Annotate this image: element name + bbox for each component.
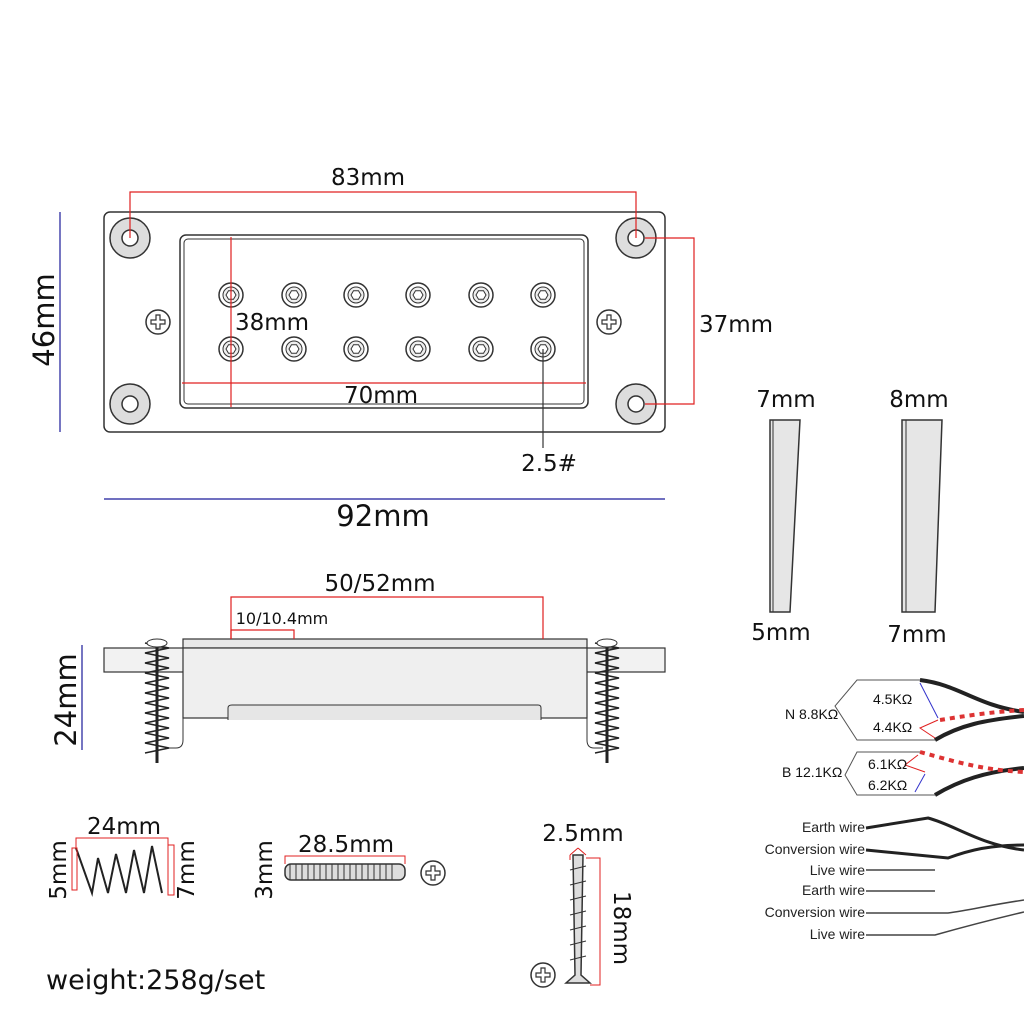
weight-label: weight:258g/set	[46, 965, 265, 996]
dim-70mm: 70mm	[344, 383, 418, 409]
dim-wood-screw-dia: 2.5mm	[542, 821, 623, 847]
phillips-screw-icon	[596, 309, 622, 335]
dim-pole-screw: 2.5#	[521, 451, 577, 477]
wire-label: Earth wire	[802, 882, 865, 898]
wiring-resistance: N 8.8KΩ 4.5KΩ 4.4KΩ B 12.1KΩ 6.1KΩ 6.2KΩ	[782, 678, 1024, 797]
spring-part: 24mm 5mm 7mm	[46, 814, 200, 900]
bar2-bottom-dim: 7mm	[887, 622, 946, 648]
bridge-coil1: 6.1KΩ	[868, 756, 907, 772]
phillips-screw-icon	[530, 962, 556, 988]
wire-label: Conversion wire	[765, 841, 866, 857]
dim-pole-spacing: 10/10.4mm	[236, 609, 329, 628]
wood-screw-part: 2.5mm 18mm	[530, 821, 634, 988]
bar-1	[769, 419, 801, 613]
phillips-screw-icon	[145, 309, 171, 335]
dim-pole-span: 50/52mm	[324, 571, 435, 597]
bridge-coil2: 6.2KΩ	[868, 777, 907, 793]
wire-label: Conversion wire	[765, 904, 866, 920]
pickup-cover	[179, 234, 589, 409]
mounting-hole	[109, 383, 151, 425]
neck-coil2: 4.4KΩ	[873, 719, 912, 735]
bar-2	[901, 419, 943, 613]
dim-screw-length: 28.5mm	[298, 832, 394, 858]
dim-46mm: 46mm	[27, 273, 61, 366]
dim-wood-screw-length: 18mm	[608, 891, 634, 965]
side-bars: 7mm 5mm 8mm 7mm	[751, 387, 948, 648]
dim-screw-dia: 3mm	[252, 840, 278, 899]
phillips-screw-icon	[420, 860, 446, 886]
adjust-screw-part: 28.5mm 3mm	[252, 832, 446, 900]
bar1-bottom-dim: 5mm	[751, 620, 810, 646]
side-view: 50/52mm 10/10.4mm 24mm	[49, 571, 666, 765]
bar1-top-dim: 7mm	[756, 387, 815, 413]
dim-38mm: 38mm	[235, 310, 309, 336]
dim-92mm: 92mm	[336, 499, 429, 533]
dim-37mm: 37mm	[699, 312, 773, 338]
wire-label: Live wire	[810, 862, 865, 878]
neck-coil1: 4.5KΩ	[873, 691, 912, 707]
wire-labels: Earth wire Conversion wire Live wire Ear…	[765, 816, 1024, 942]
dim-spring-right: 7mm	[174, 840, 200, 899]
wire-label: Live wire	[810, 926, 865, 942]
bridge-resistance: B 12.1KΩ	[782, 764, 842, 780]
bar2-top-dim: 8mm	[889, 387, 948, 413]
wire-label: Earth wire	[802, 819, 865, 835]
dim-24mm: 24mm	[49, 653, 83, 746]
neck-resistance: N 8.8KΩ	[785, 706, 838, 722]
dim-spring-left: 5mm	[46, 840, 72, 899]
dim-83mm: 83mm	[331, 165, 405, 191]
top-view: 83mm 46mm 37mm 38mm 70mm 2.5# 92mm	[27, 165, 773, 533]
dim-spring-length: 24mm	[87, 814, 161, 840]
